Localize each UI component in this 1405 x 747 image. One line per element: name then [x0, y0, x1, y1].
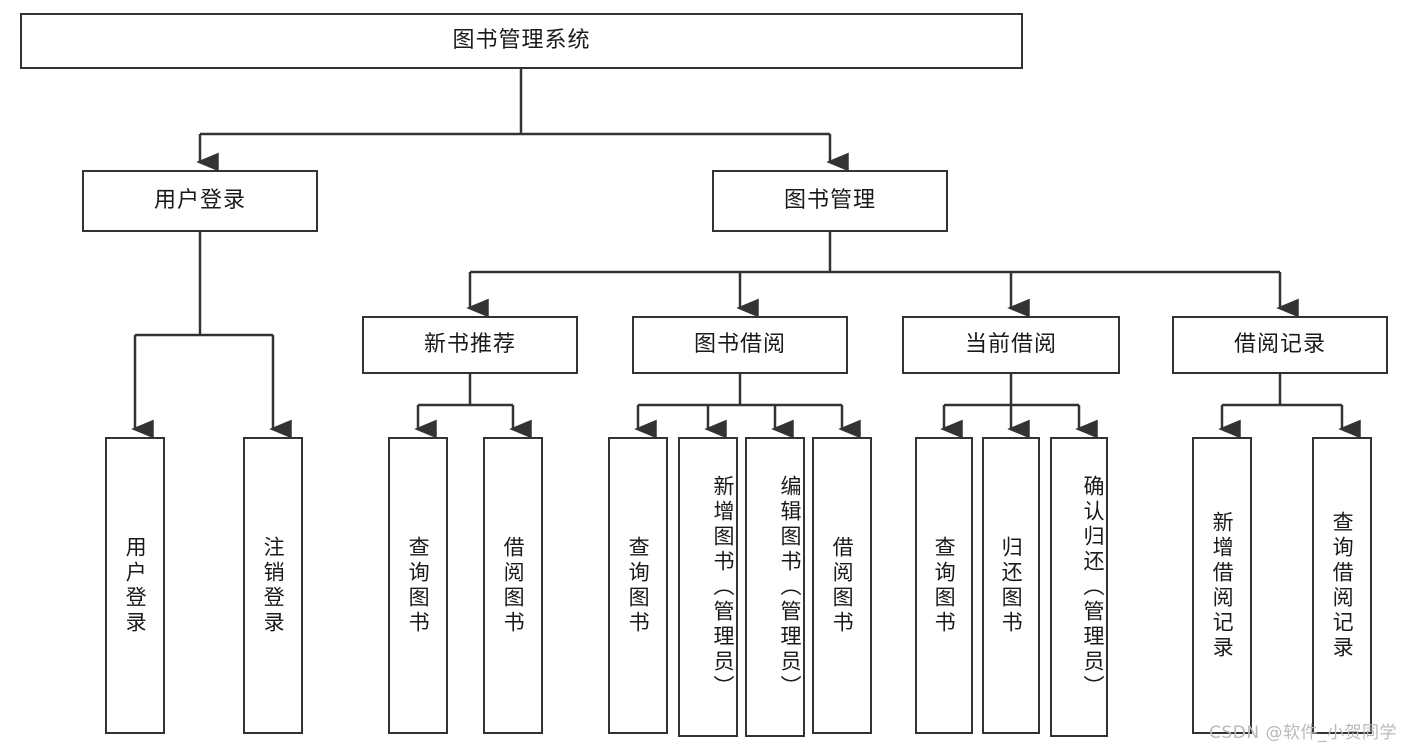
- leaf-logout[interactable]: 注销登录: [243, 437, 303, 734]
- leaf-query-book-borrow-label: 查询图书: [626, 535, 651, 636]
- node-book-management-label: 图书管理: [783, 187, 876, 213]
- leaf-query-book-current-label: 查询图书: [932, 535, 957, 636]
- leaf-return-book-label: 归还图书: [999, 535, 1024, 636]
- node-user-login-label: 用户登录: [153, 187, 246, 213]
- leaf-query-borrow-record-label: 查询借阅记录: [1330, 510, 1355, 661]
- leaf-query-borrow-record[interactable]: 查询借阅记录: [1312, 437, 1372, 734]
- node-new-book-recommend-label: 新书推荐: [423, 331, 516, 357]
- leaf-query-book-newbook[interactable]: 查询图书: [388, 437, 448, 734]
- node-new-book-recommend[interactable]: 新书推荐: [362, 316, 578, 374]
- node-current-borrow[interactable]: 当前借阅: [902, 316, 1120, 374]
- leaf-query-book-newbook-label: 查询图书: [406, 535, 431, 636]
- leaf-borrow-book-newbook[interactable]: 借阅图书: [483, 437, 543, 734]
- leaf-borrow-book-borrow-label: 借阅图书: [830, 535, 855, 636]
- leaf-user-login-label: 用户登录: [123, 535, 148, 636]
- leaf-add-book-admin-label: 新增图书（管理员）: [711, 474, 735, 700]
- leaf-add-book-admin[interactable]: 新增图书（管理员）: [678, 437, 738, 737]
- leaf-user-login[interactable]: 用户登录: [105, 437, 165, 734]
- leaf-confirm-return-admin-label: 确认归还（管理员）: [1081, 474, 1105, 700]
- node-user-login[interactable]: 用户登录: [82, 170, 318, 232]
- node-book-management[interactable]: 图书管理: [712, 170, 948, 232]
- leaf-return-book[interactable]: 归还图书: [982, 437, 1040, 734]
- node-book-borrow-label: 图书借阅: [693, 331, 786, 357]
- node-borrow-record-label: 借阅记录: [1233, 331, 1326, 357]
- node-borrow-record[interactable]: 借阅记录: [1172, 316, 1388, 374]
- node-root-label: 图书管理系统: [452, 27, 591, 53]
- leaf-edit-book-admin-label: 编辑图书（管理员）: [778, 474, 802, 700]
- leaf-query-book-current[interactable]: 查询图书: [915, 437, 973, 734]
- csdn-watermark: CSDN @软件_小贺同学: [1209, 723, 1397, 743]
- leaf-borrow-book-borrow[interactable]: 借阅图书: [812, 437, 872, 734]
- leaf-edit-book-admin[interactable]: 编辑图书（管理员）: [745, 437, 805, 737]
- leaf-borrow-book-newbook-label: 借阅图书: [501, 535, 526, 636]
- leaf-add-borrow-record-label: 新增借阅记录: [1210, 510, 1235, 661]
- leaf-add-borrow-record[interactable]: 新增借阅记录: [1192, 437, 1252, 734]
- leaf-logout-label: 注销登录: [261, 535, 286, 636]
- node-root[interactable]: 图书管理系统: [20, 13, 1023, 69]
- leaf-confirm-return-admin[interactable]: 确认归还（管理员）: [1050, 437, 1108, 737]
- node-book-borrow[interactable]: 图书借阅: [632, 316, 848, 374]
- leaf-query-book-borrow[interactable]: 查询图书: [608, 437, 668, 734]
- node-current-borrow-label: 当前借阅: [964, 331, 1057, 357]
